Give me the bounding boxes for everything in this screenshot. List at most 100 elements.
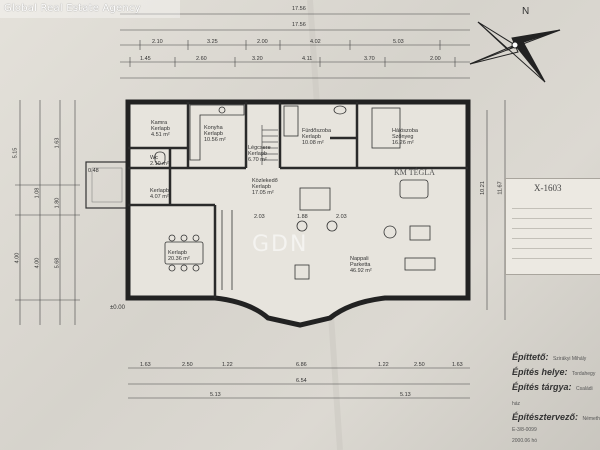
- room-floor: Parketta: [350, 262, 371, 268]
- dining-table: [164, 234, 204, 272]
- dim-top-b-0: 1.45: [140, 56, 151, 62]
- stamp-title: X-1603: [534, 183, 562, 193]
- room-area: 4.07 m²: [150, 194, 169, 200]
- hely-value: Tordahegy: [571, 371, 596, 377]
- annotation-km-tegla: KM TÉGLA: [394, 168, 435, 177]
- dim-top-a-0: 2.10: [152, 39, 163, 45]
- dim-bottom-a-5: 2.50: [414, 362, 425, 368]
- dim-bottom-a-3: 6.86: [296, 362, 307, 368]
- room-name: Kamra: [151, 120, 168, 126]
- hely-label: Építés helye:: [512, 367, 568, 377]
- room-name: Fürdőszoba: [302, 128, 332, 134]
- dim-bottom-c-1: 5.13: [400, 392, 411, 398]
- dim-top-b-3: 4.11: [302, 56, 313, 62]
- watermark-bar: Global Real Estate Agency: [0, 0, 180, 18]
- dim-left-6: 4.00: [34, 257, 41, 269]
- room-area: 17.05 m²: [252, 190, 274, 196]
- bottom-dimension-lines: [128, 367, 470, 399]
- dim-level: ±0.00: [110, 305, 125, 311]
- svg-text:N: N: [522, 6, 529, 17]
- stamp-lines: [512, 199, 592, 259]
- tervezo-value: Németh: [582, 416, 600, 422]
- room-area: 10.08 m²: [302, 140, 324, 146]
- room-name: Wc: [150, 155, 158, 161]
- dim-bottom-a-2: 1.22: [222, 362, 233, 368]
- living-room-furniture: [221, 179, 436, 290]
- room-etkezo: Kerlapb 20.36 m²: [168, 250, 190, 262]
- staircase: [261, 125, 278, 165]
- dim-top-a-3: 4.02: [310, 39, 321, 45]
- room-wc: Wc 2.10 m²: [150, 155, 169, 167]
- room-area: 16.26 m²: [392, 140, 414, 146]
- dim-bottom-a-1: 2.50: [182, 362, 193, 368]
- room-nappali: Nappali Parketta 46.92 m²: [350, 256, 372, 274]
- room-floor: Kerlapb: [204, 131, 223, 137]
- dim-top-b-1: 2.60: [196, 56, 207, 62]
- dim-left-2: 1.08: [34, 187, 41, 199]
- dim-bottom-a-6: 1.63: [452, 362, 463, 368]
- room-floor: Kerlapb: [252, 184, 271, 190]
- bedroom-furniture: [371, 107, 401, 149]
- room-name: Hálószoba: [392, 128, 418, 134]
- room-name: Konyha: [204, 125, 223, 131]
- room-area: 6.70 m²: [248, 157, 267, 163]
- dim-left-5: 5.68: [54, 257, 61, 269]
- dim-inner-0: 2.03: [254, 214, 265, 220]
- dim-top-total-1: 17.56: [292, 6, 306, 12]
- room-area: 20.36 m²: [168, 256, 190, 262]
- plan-date: 2000.06 hó: [512, 438, 538, 444]
- room-name: Nappali: [350, 256, 369, 262]
- room-name: Légcsere: [248, 145, 271, 151]
- room-konyha: Konyha Kerlapb 10.56 m²: [204, 125, 226, 143]
- room-name: Közlekedő: [252, 178, 278, 184]
- dim-left-1: 1.63: [54, 137, 61, 149]
- room-area: 4.51 m²: [151, 132, 170, 138]
- room-halo: Hálószoba Szőnyeg 16.26 m²: [392, 128, 418, 146]
- dim-left-3: 1.80: [54, 197, 61, 209]
- left-dimension-lines: [15, 100, 80, 325]
- watermark-text: Global Real Estate Agency: [4, 3, 141, 14]
- epitteto-value: Szirákyi Mihály: [552, 356, 587, 362]
- room-legcsere: Légcsere Kerlapb 6.70 m²: [248, 145, 271, 163]
- dim-inner-2: 2.03: [336, 214, 347, 220]
- room-floor: Kerlapb: [151, 126, 170, 132]
- dim-top-b-2: 3.20: [252, 56, 263, 62]
- dim-bottom-a-4: 1.22: [378, 362, 389, 368]
- bathroom-fixtures: [154, 105, 347, 165]
- room-kozlekedo: Közlekedő Kerlapb 17.05 m²: [252, 178, 278, 196]
- gdn-watermark: GDN: [252, 232, 309, 257]
- dim-top-b-5: 2.00: [430, 56, 441, 62]
- room-kamra: Kamra Kerlapb 4.51 m²: [151, 120, 170, 138]
- dim-inner-1: 1.88: [297, 214, 308, 220]
- dim-top-a-4: 5.03: [393, 39, 404, 45]
- dim-right-1: 11.67: [497, 181, 504, 195]
- dim-bottom-c-0: 5.13: [210, 392, 221, 398]
- room-name: Kerlapb: [150, 188, 169, 194]
- targy-label: Építés tárgya:: [512, 382, 572, 392]
- dim-left-4: 4.00: [14, 252, 21, 264]
- top-dimension-lines: [120, 13, 470, 79]
- dim-right-0: 10.21: [479, 181, 486, 195]
- room-floor: Kerlapb: [302, 134, 321, 140]
- dim-bottom-a-0: 1.63: [140, 362, 151, 368]
- dim-top-total-2: 17.56: [292, 22, 306, 28]
- dim-terrace: 0.48: [88, 168, 99, 174]
- epitteto-label: Építtető:: [512, 352, 549, 362]
- plan-code: E-3/8-0099: [512, 427, 537, 433]
- kitchen-counter: [189, 104, 245, 161]
- room-floor: Kerlapb: [248, 151, 267, 157]
- inner-walls: [128, 102, 468, 298]
- room-area: 46.92 m²: [350, 268, 372, 274]
- room-floor: Szőnyeg: [392, 134, 414, 140]
- room-area: 2.10 m²: [150, 161, 169, 167]
- dim-top-a-2: 2.00: [257, 39, 268, 45]
- room-name: Kerlapb: [168, 250, 187, 256]
- title-block: Építtető: Szirákyi Mihály Építés helye: …: [512, 350, 600, 447]
- room-eloszoba: Kerlapb 4.07 m²: [150, 188, 169, 200]
- outer-walls: [125, 99, 471, 328]
- tervezo-label: Építésztervező:: [512, 412, 579, 422]
- targy-value: Családi ház: [512, 386, 593, 407]
- dim-bottom-b-0: 6.54: [296, 378, 307, 384]
- dim-left-0: 5.15: [12, 147, 19, 159]
